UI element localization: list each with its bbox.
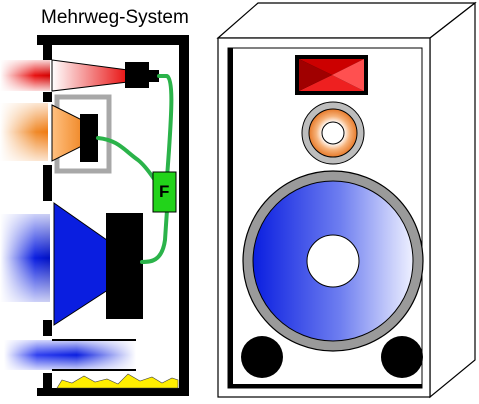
crossover-filter: F bbox=[152, 171, 177, 213]
midrange-driver bbox=[51, 94, 112, 174]
front-woofer bbox=[242, 170, 424, 352]
cabinet-cross-section bbox=[37, 35, 189, 396]
tweeter-sound-beam bbox=[0, 60, 50, 91]
damping-material bbox=[56, 373, 179, 389]
front-midrange bbox=[301, 101, 365, 165]
diagram-title: Mehrweg-System bbox=[41, 7, 189, 28]
bass-port bbox=[52, 339, 136, 371]
crossover-filter-label: F bbox=[159, 182, 169, 201]
midrange-sound-beam bbox=[0, 103, 48, 161]
woofer-sound-beam bbox=[0, 214, 50, 302]
front-bass-port-right bbox=[381, 336, 423, 378]
tweeter-horn-driver bbox=[51, 59, 159, 92]
front-bass-port-left bbox=[241, 336, 283, 378]
woofer-driver bbox=[53, 202, 143, 326]
front-tweeter bbox=[295, 55, 368, 95]
bass-port-sound-beam bbox=[4, 340, 136, 370]
